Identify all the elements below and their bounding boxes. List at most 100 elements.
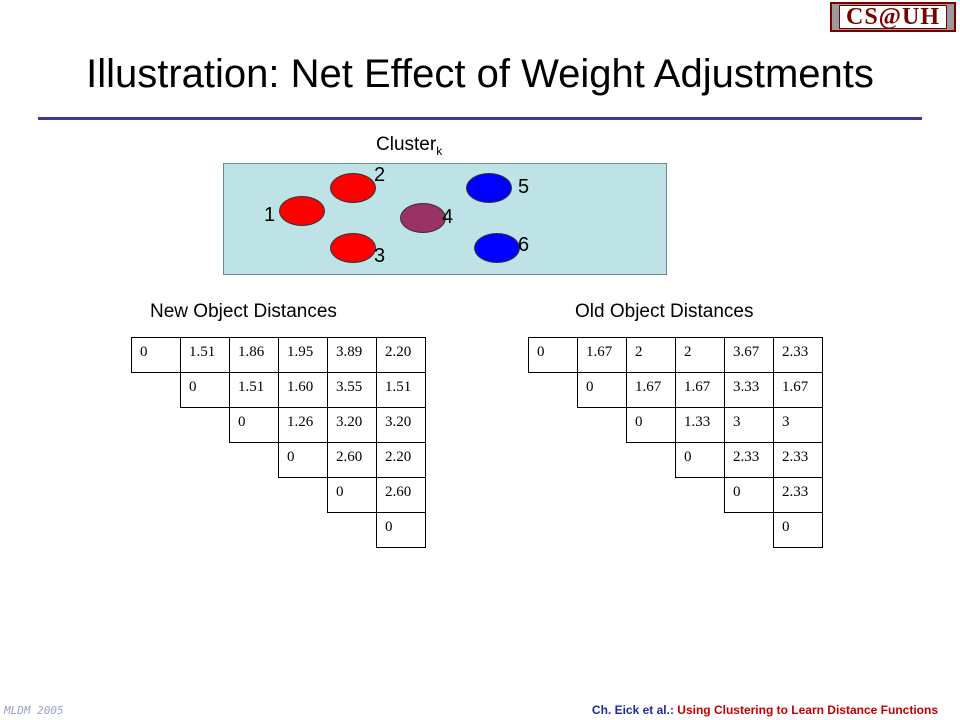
old-distance-cell: 1.67 (773, 372, 823, 408)
old-distance-empty-cell (725, 513, 774, 548)
old-distance-cell: 3 (773, 407, 823, 443)
new-distance-cell: 0 (229, 407, 279, 443)
old-distance-cell: 3.33 (724, 372, 774, 408)
new-distance-empty-cell (132, 478, 181, 513)
object-6-dot (474, 233, 520, 263)
new-distance-cell: 1.95 (278, 337, 328, 373)
cluster-label: Clusterk (376, 134, 442, 158)
old-distance-empty-cell (578, 408, 627, 443)
old-distance-empty-cell (676, 478, 725, 513)
new-distance-cell: 2.20 (376, 442, 426, 478)
new-distance-empty-cell (132, 373, 181, 408)
new-distance-empty-cell (132, 443, 181, 478)
old-distance-cell: 2 (626, 337, 676, 373)
object-5-label: 5 (518, 176, 530, 198)
new-distance-empty-cell (328, 513, 377, 548)
old-distance-empty-cell (529, 408, 578, 443)
new-distance-empty-cell (181, 513, 230, 548)
new-distance-cell: 1.86 (229, 337, 279, 373)
old-distance-empty-cell (578, 478, 627, 513)
old-distance-cell: 0 (773, 512, 823, 548)
footer-conference: MLDM 2005 (4, 704, 64, 717)
cluster-label-subscript: k (436, 143, 443, 158)
new-distance-empty-cell (132, 513, 181, 548)
footer-author: Ch. Eick et al.: (591, 703, 674, 717)
title-divider (38, 117, 922, 120)
old-distance-empty-cell (627, 443, 676, 478)
new-distance-cell: 3.20 (376, 407, 426, 443)
old-distance-empty-cell (529, 513, 578, 548)
new-distance-cell: 0 (131, 337, 181, 373)
new-distance-cell: 3.89 (327, 337, 377, 373)
old-distance-empty-cell (578, 443, 627, 478)
old-distance-cell: 2.33 (773, 477, 823, 513)
old-distance-cell: 1.33 (675, 407, 725, 443)
new-distance-cell: 3.55 (327, 372, 377, 408)
new-distance-cell: 1.26 (278, 407, 328, 443)
new-distance-cell: 0 (180, 372, 230, 408)
old-distances-heading: Old Object Distances (575, 301, 754, 322)
new-distance-empty-cell (279, 478, 328, 513)
logo-text: CS@UH (838, 5, 947, 29)
cs-uh-logo: CS@UH (830, 2, 956, 32)
new-distance-cell: 0 (376, 512, 426, 548)
new-distance-cell: 1.51 (376, 372, 426, 408)
new-distance-empty-cell (181, 408, 230, 443)
object-1-dot (279, 196, 325, 226)
object-3-dot (330, 233, 376, 263)
old-distance-empty-cell (627, 478, 676, 513)
new-distance-cell: 3.20 (327, 407, 377, 443)
object-6-label: 6 (518, 234, 530, 256)
old-distance-cell: 2 (675, 337, 725, 373)
old-distance-empty-cell (676, 513, 725, 548)
object-4-dot (400, 203, 446, 233)
old-distance-empty-cell (578, 513, 627, 548)
old-distance-empty-cell (627, 513, 676, 548)
new-distance-cell: 0 (278, 442, 328, 478)
new-distance-row: 0 (132, 512, 426, 548)
object-2-dot (330, 173, 376, 203)
old-distance-cell: 1.67 (577, 337, 627, 373)
new-distance-cell: 0 (327, 477, 377, 513)
old-distance-empty-cell (529, 443, 578, 478)
object-4-label: 4 (442, 206, 454, 228)
slide-title: Illustration: Net Effect of Weight Adjus… (86, 52, 874, 96)
old-distance-cell: 1.67 (626, 372, 676, 408)
footer-citation: Ch. Eick et al.: Using Clustering to Lea… (592, 703, 938, 717)
new-distance-cell: 1.51 (180, 337, 230, 373)
new-distance-empty-cell (181, 478, 230, 513)
object-5-dot (466, 173, 512, 203)
new-distance-cell: 1.60 (278, 372, 328, 408)
new-distance-empty-cell (279, 513, 328, 548)
new-distance-cell: 2.60 (376, 477, 426, 513)
old-distance-cell: 0 (528, 337, 578, 373)
cluster-label-text: Cluster (376, 134, 437, 155)
object-3-label: 3 (374, 245, 386, 267)
object-1-label: 1 (264, 204, 276, 226)
old-distance-empty-cell (529, 478, 578, 513)
new-distance-empty-cell (230, 513, 279, 548)
new-distance-cell: 2.60 (327, 442, 377, 478)
new-distances-heading: New Object Distances (150, 301, 337, 322)
footer-subject: Using Clustering to Learn Distance Funct… (677, 703, 938, 717)
old-distance-cell: 0 (675, 442, 725, 478)
old-distance-cell: 1.67 (675, 372, 725, 408)
old-distance-row: 0 (529, 512, 823, 548)
old-distance-cell: 2.33 (724, 442, 774, 478)
old-distance-cell: 0 (724, 477, 774, 513)
new-distance-cell: 2.20 (376, 337, 426, 373)
old-distance-cell: 0 (577, 372, 627, 408)
new-distance-empty-cell (230, 478, 279, 513)
